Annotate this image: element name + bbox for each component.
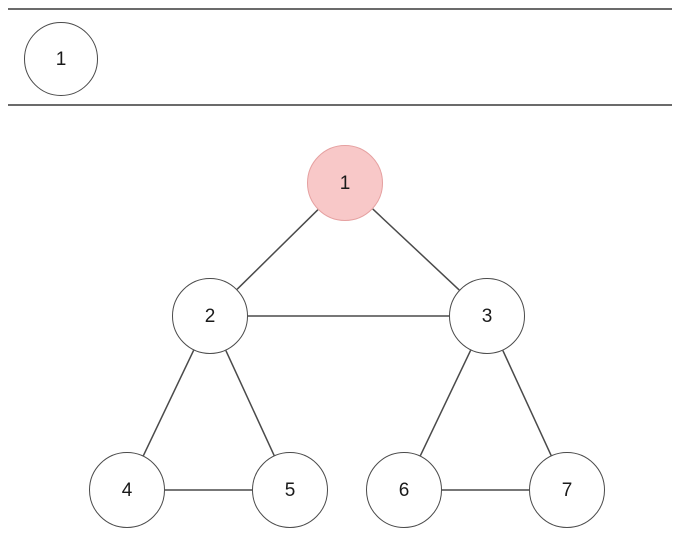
graph-node-label-5: 5 bbox=[284, 479, 296, 501]
graph-node-5[interactable]: 5 bbox=[252, 452, 328, 528]
graph-node-label-2: 2 bbox=[204, 305, 216, 327]
header-strip: 1 bbox=[8, 8, 672, 106]
graph-edge-2-4 bbox=[142, 349, 195, 457]
graph-node-7[interactable]: 7 bbox=[529, 452, 605, 528]
graph-node-2[interactable]: 2 bbox=[172, 278, 248, 354]
header-node-1[interactable]: 1 bbox=[24, 22, 98, 96]
graph-edge-2-5 bbox=[225, 350, 275, 456]
header-node-label: 1 bbox=[55, 48, 67, 70]
graph-edge-3-6 bbox=[419, 349, 472, 457]
graph-edge-3-7 bbox=[502, 350, 552, 456]
graph-node-label-6: 6 bbox=[398, 479, 410, 501]
graph-edges-layer bbox=[142, 208, 552, 491]
graph-nodes-layer: 1 2 3 4 5 6 7 bbox=[0, 110, 684, 553]
graph-edge-1-2 bbox=[236, 209, 319, 290]
graph-node-1[interactable]: 1 bbox=[307, 145, 383, 221]
graph-node-4[interactable]: 4 bbox=[89, 452, 165, 528]
graph-node-3[interactable]: 3 bbox=[449, 278, 525, 354]
graph-node-6[interactable]: 6 bbox=[366, 452, 442, 528]
graph-node-label-7: 7 bbox=[561, 479, 573, 501]
graph-node-label-3: 3 bbox=[481, 305, 493, 327]
graph-edge-1-3 bbox=[372, 208, 460, 291]
graph-canvas[interactable]: 1 2 3 4 5 6 7 bbox=[0, 110, 684, 553]
graph-node-label-1: 1 bbox=[339, 172, 351, 194]
graph-node-label-4: 4 bbox=[121, 479, 133, 501]
